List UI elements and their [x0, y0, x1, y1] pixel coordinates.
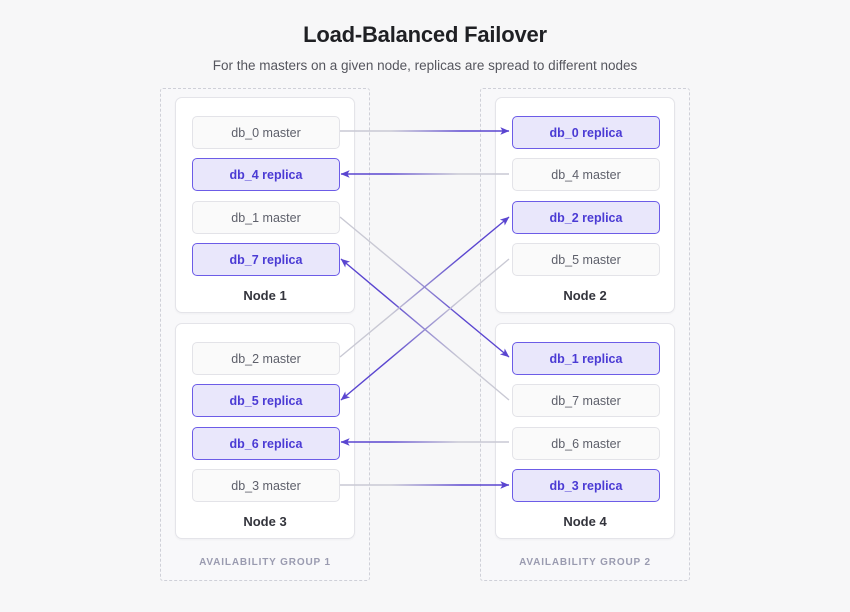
db-box-node2-2[interactable]: db_2 replica — [512, 201, 660, 234]
db-box-node2-1[interactable]: db_4 master — [512, 158, 660, 191]
db-box-node3-3[interactable]: db_3 master — [192, 469, 340, 502]
db-box-node1-0[interactable]: db_0 master — [192, 116, 340, 149]
node-card-4[interactable]: db_1 replica db_7 master db_6 master db_… — [495, 323, 675, 539]
db-box-node4-2[interactable]: db_6 master — [512, 427, 660, 460]
db-box-node2-3[interactable]: db_5 master — [512, 243, 660, 276]
node-label-3: Node 3 — [243, 514, 287, 529]
diagram-header: Load-Balanced Failover For the masters o… — [0, 20, 850, 75]
db-box-node4-1[interactable]: db_7 master — [512, 384, 660, 417]
db-box-node4-3[interactable]: db_3 replica — [512, 469, 660, 502]
db-box-node1-1[interactable]: db_4 replica — [192, 158, 340, 191]
node-card-3[interactable]: db_2 master db_5 replica db_6 replica db… — [175, 323, 355, 539]
node-label-1: Node 1 — [243, 288, 287, 303]
availability-group-1-label: AVAILABILITY GROUP 1 — [199, 557, 331, 568]
node-card-2[interactable]: db_0 replica db_4 master db_2 replica db… — [495, 97, 675, 313]
db-box-node2-0[interactable]: db_0 replica — [512, 116, 660, 149]
page-subtitle: For the masters on a given node, replica… — [212, 58, 638, 73]
node-label-4: Node 4 — [563, 514, 607, 529]
db-box-node1-2[interactable]: db_1 master — [192, 201, 340, 234]
db-box-node3-2[interactable]: db_6 replica — [192, 427, 340, 460]
db-box-node3-0[interactable]: db_2 master — [192, 342, 340, 375]
db-box-node3-1[interactable]: db_5 replica — [192, 384, 340, 417]
db-box-node4-0[interactable]: db_1 replica — [512, 342, 660, 375]
page-title: Load-Balanced Failover — [303, 22, 547, 47]
node-card-1[interactable]: db_0 master db_4 replica db_1 master db_… — [175, 97, 355, 313]
node-label-2: Node 2 — [563, 288, 607, 303]
availability-group-2-label: AVAILABILITY GROUP 2 — [519, 557, 651, 568]
db-box-node1-3[interactable]: db_7 replica — [192, 243, 340, 276]
